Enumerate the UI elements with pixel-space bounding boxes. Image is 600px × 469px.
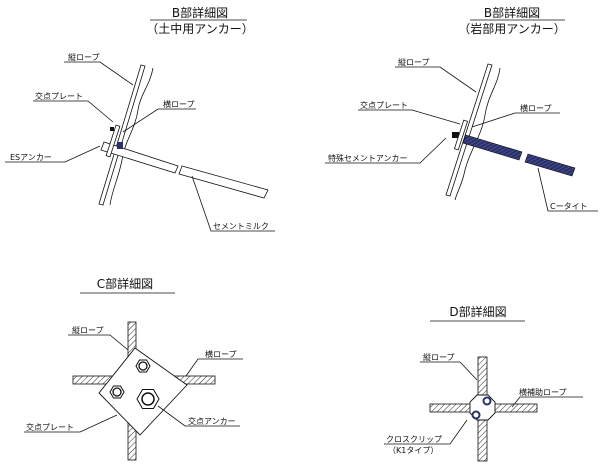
- leader-line: [537, 167, 598, 212]
- label-cross-anchor: 交点アンカー: [188, 416, 236, 426]
- c-tie-bar: [524, 153, 576, 177]
- panel-title: C部詳細図: [97, 276, 153, 291]
- label-cross-plate: 交点プレート: [360, 100, 408, 110]
- anchor-nut: [452, 132, 459, 138]
- panel-title: B部詳細図: [172, 5, 228, 20]
- leader-line: [420, 361, 478, 381]
- panel-subtitle: （土中用アンカー）: [146, 21, 254, 36]
- leader-line: [68, 334, 129, 351]
- label-clip-type: （K1タイプ）: [388, 446, 438, 455]
- leader-line: [325, 137, 447, 164]
- vertical-rope: [98, 64, 146, 206]
- leader-line: [24, 414, 118, 433]
- panel-d: D部詳細図 縦ロープ 横補助ロープ クロスクリップ （K1タイプ）: [384, 304, 583, 462]
- leader-line: [471, 112, 560, 128]
- cross-clip: [469, 394, 496, 421]
- label-anchor: ESアンカー: [10, 153, 52, 162]
- ground-line: [109, 67, 154, 206]
- nut: [135, 359, 151, 373]
- label-anchor: 特殊セメントアンカー: [328, 153, 408, 163]
- leader-line: [122, 108, 196, 133]
- anchor-nut: [117, 142, 123, 149]
- label-cross-plate: 交点プレート: [35, 91, 83, 101]
- leader-line: [191, 175, 275, 232]
- leader-line: [5, 145, 101, 163]
- label-tie: Cータイト: [550, 202, 588, 211]
- anchor-bar: [100, 141, 179, 174]
- panel-b-rock: B部詳細図 （岩部用アンカー） 縦ロープ 交点プレート 横ロープ 特殊セメントア…: [325, 5, 598, 212]
- leader-line: [384, 419, 468, 445]
- leader-line: [33, 100, 114, 123]
- label-cross-plate: 交点プレート: [26, 422, 74, 432]
- label-clip: クロスクリップ: [386, 435, 442, 444]
- panel-c: C部詳細図 縦ロープ 横ロープ 交点プレート 交点アンカー: [24, 276, 243, 461]
- leader-line: [157, 405, 240, 427]
- cross-plate: [105, 124, 121, 158]
- panel-title: B部詳細図: [484, 5, 540, 20]
- leader-line: [185, 358, 243, 377]
- label-horizontal-rope: 横ロープ: [163, 99, 195, 109]
- panel-subtitle: （岩部用アンカー）: [458, 21, 566, 36]
- anchor-bar-end: [178, 165, 269, 199]
- leader-line: [358, 109, 461, 125]
- label-vertical-rope: 縦ロープ: [398, 57, 430, 67]
- special-anchor-bar: [462, 134, 523, 161]
- plate-nut: [110, 127, 114, 131]
- leader-line: [395, 66, 477, 93]
- leader-line: [511, 396, 583, 408]
- panel-title: D部詳細図: [449, 304, 506, 319]
- panel-b-soil: B部詳細図 （土中用アンカー） 縦ロープ 交点プレート 横ロープ ESアンカー …: [5, 5, 275, 232]
- clip-nut: [471, 410, 481, 420]
- label-vertical-rope: 縦ロープ: [72, 325, 104, 335]
- label-vertical-rope: 縦ロープ: [423, 352, 455, 362]
- label-grout: セメントミルク: [213, 222, 269, 231]
- label-horizontal-rope: 横ロープ: [520, 103, 552, 113]
- vertical-rope: [445, 63, 493, 197]
- cross-anchor-nut: [136, 389, 160, 409]
- nut: [109, 385, 125, 399]
- leader-line: [64, 61, 134, 86]
- label-horizontal-rope: 横ロープ: [205, 349, 237, 359]
- label-vertical-rope: 縦ロープ: [68, 52, 100, 62]
- cross-plate: [453, 119, 469, 151]
- clip-nut: [482, 396, 492, 406]
- label-aux-rope: 横補助ロープ: [519, 387, 567, 397]
